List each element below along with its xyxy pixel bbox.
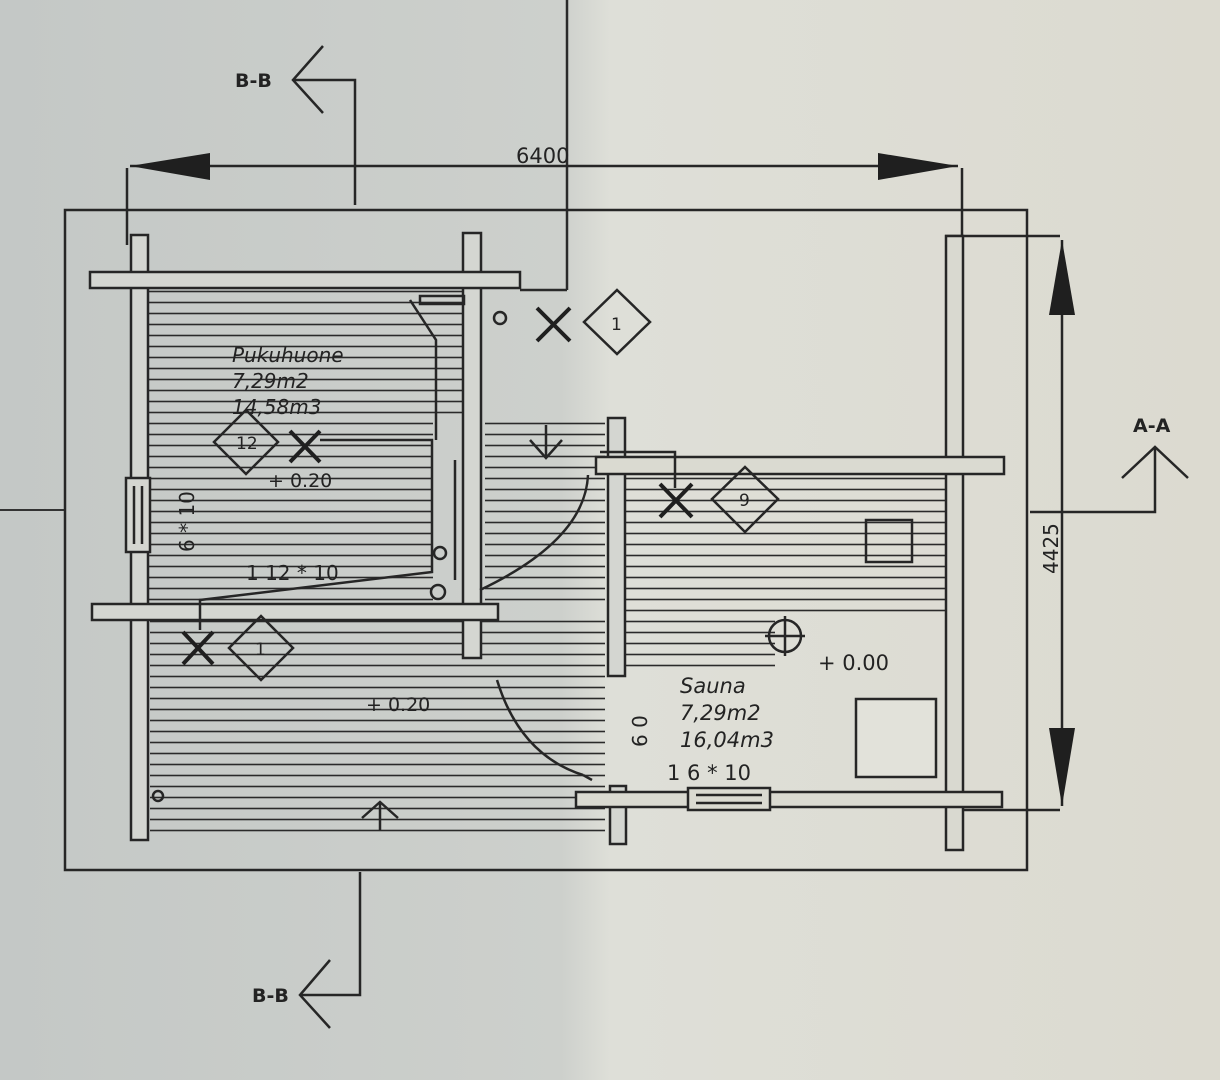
window-sauna <box>686 786 772 812</box>
walls <box>88 231 1006 852</box>
window-west <box>124 476 152 554</box>
building-outline <box>63 208 1029 872</box>
tag-text-top: 1 <box>611 315 622 335</box>
dimension-height-label: 4425 <box>1039 523 1063 574</box>
wall-hatch-pukuhuone-top <box>148 290 468 420</box>
wall-partition <box>606 416 627 678</box>
tag-diamond-lower-left <box>227 614 295 682</box>
opening-window-left: 6 * 10 <box>175 491 199 552</box>
wall-north <box>88 270 522 290</box>
room-name-sauna: Sauna <box>680 674 746 698</box>
dimension-arrow-bottom <box>1049 728 1075 806</box>
wall-hatch-pukuhuone-bottom <box>150 620 605 840</box>
section-line-aa <box>1030 447 1157 514</box>
dimension-arrow-left <box>130 153 210 180</box>
opening-door-mid: 1 12 * 10 <box>246 561 339 585</box>
diamond-tags <box>212 288 780 682</box>
plan-outline <box>63 164 1064 872</box>
opening-door-sauna: 1 6 * 10 <box>667 761 751 785</box>
wall-interior <box>461 231 483 660</box>
wall-sauna-north <box>594 455 1006 476</box>
section-label-bb-top: B-B <box>235 70 272 92</box>
chimney <box>864 518 914 564</box>
room-volume-sauna: 16,04m3 <box>680 728 774 752</box>
dimension-width-label: 6400 <box>516 144 569 168</box>
dimension-arrow-top <box>1049 240 1075 315</box>
tag-diamond-left <box>212 408 280 476</box>
section-label-aa: A-A <box>1133 415 1171 437</box>
wall-hatch-sauna-low <box>625 620 775 670</box>
wall-mid <box>90 602 500 622</box>
door-swing-sauna <box>495 679 584 777</box>
room-volume-pukuhuone: 14,58m3 <box>232 395 321 419</box>
sauna-stove <box>854 697 938 779</box>
section-line-bb-bottom <box>300 872 362 997</box>
level-pukuhuone-lower: + 0.20 <box>366 694 430 716</box>
tag-text-sauna: 9 <box>739 491 750 511</box>
room-area-pukuhuone: 7,29m2 <box>232 369 309 393</box>
room-name-pukuhuone: Pukuhuone <box>232 343 344 367</box>
wall-sauna-south <box>574 790 1004 809</box>
level-pukuhuone-upper: + 0.20 <box>268 470 332 492</box>
wall-east <box>944 234 965 852</box>
light-symbols <box>181 306 694 666</box>
section-line-bb-top <box>293 78 357 205</box>
dimension-arrow-right <box>878 153 958 180</box>
section-label-bb-bottom: B-B <box>252 985 289 1007</box>
section-markers <box>291 45 1189 1029</box>
tag-diamond-top <box>582 288 652 356</box>
wall-hatch-sauna-bench <box>625 470 945 620</box>
tag-diamond-sauna <box>710 465 780 534</box>
door-swing-mid <box>479 474 590 592</box>
tag-text-left: 12 <box>236 434 258 454</box>
opening-window-sauna: 6 0 <box>628 715 652 747</box>
room-area-sauna: 7,29m2 <box>680 701 761 725</box>
tag-text-lower-left: 1 <box>255 640 266 660</box>
level-sauna: + 0.00 <box>818 651 889 675</box>
